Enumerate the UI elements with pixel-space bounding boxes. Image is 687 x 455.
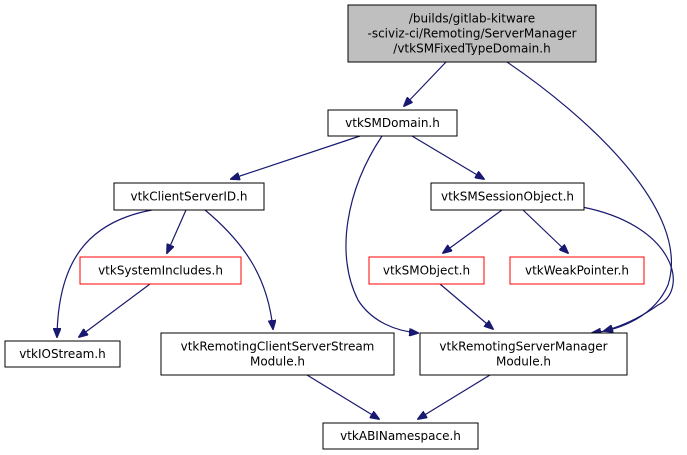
node-box-smdomain [327,109,458,137]
node-smsessionobject[interactable]: vtkSMSessionObject.h [430,182,585,211]
node-box-smsessionobject [430,182,585,211]
node-label-iostream-0: vtkIOStream.h [19,347,106,361]
node-label-smsessionobject-0: vtkSMSessionObject.h [441,190,574,204]
edge-smdomain-to-smsessionobject [411,135,484,179]
edge-clientserverid-to-rcsstream [204,209,273,329]
edge-smsessionobject-to-weakpointer [522,209,568,253]
node-box-weakpointer [509,256,645,285]
node-box-rcsstream [160,332,395,376]
node-weakpointer[interactable]: vtkWeakPointer.h [509,256,645,285]
node-smdomain[interactable]: vtkSMDomain.h [327,109,458,137]
edge-clientserverid-to-systemincludes [167,209,187,253]
node-label-smobject-0: vtkSMObject.h [383,264,470,278]
edge-root-to-rsmmodule [506,61,672,333]
node-label-clientserverid-0: vtkClientServerID.h [130,190,247,204]
node-label-root-1: -sciviz-ci/Remoting/ServerManager [367,27,576,41]
node-smobject[interactable]: vtkSMObject.h [368,256,485,285]
edge-root-to-smdomain [404,61,447,106]
node-label-rsmmodule-0: vtkRemotingServerManager [439,340,607,354]
edges-layer [57,61,674,419]
node-systemincludes[interactable]: vtkSystemIncludes.h [79,256,242,285]
edge-smdomain-to-rsmmodule [345,135,418,333]
node-root[interactable]: /builds/gitlab-kitware-sciviz-ci/Remotin… [347,4,597,63]
node-label-weakpointer-0: vtkWeakPointer.h [525,264,629,278]
node-label-abinamespace-0: vtkABINamespace.h [340,429,461,443]
node-label-smdomain-0: vtkSMDomain.h [345,116,440,130]
node-label-root-0: /builds/gitlab-kitware [409,12,535,26]
node-box-root [347,4,597,63]
edge-systemincludes-to-iostream [79,283,151,337]
node-label-root-2: /vtkSMFixedTypeDomain.h [393,42,550,56]
node-box-clientserverid [113,182,265,211]
node-abinamespace[interactable]: vtkABINamespace.h [322,422,479,450]
node-box-iostream [4,340,121,368]
node-label-systemincludes-0: vtkSystemIncludes.h [98,264,223,278]
edge-smsessionobject-to-smobject [443,209,503,253]
node-box-smobject [368,256,485,285]
node-label-rcsstream-1: Module.h [250,355,305,369]
node-label-rcsstream-0: vtkRemotingClientServerStream [181,340,375,354]
nodes-layer: /builds/gitlab-kitware-sciviz-ci/Remotin… [4,4,645,450]
node-label-rsmmodule-1: Module.h [496,355,551,369]
node-clientserverid[interactable]: vtkClientServerID.h [113,182,265,211]
edge-clientserverid-to-iostream [57,209,153,337]
edge-smdomain-to-clientserverid [231,135,361,179]
node-iostream[interactable]: vtkIOStream.h [4,340,121,368]
node-box-systemincludes [79,256,242,285]
node-box-rsmmodule [419,332,628,376]
edge-rcsstream-to-abinamespace [306,374,379,419]
edge-smsessionobject-to-rsmmodule [581,206,674,331]
node-box-abinamespace [322,422,479,450]
edge-smobject-to-rsmmodule [439,283,493,329]
edge-rsmmodule-to-abinamespace [418,374,491,419]
